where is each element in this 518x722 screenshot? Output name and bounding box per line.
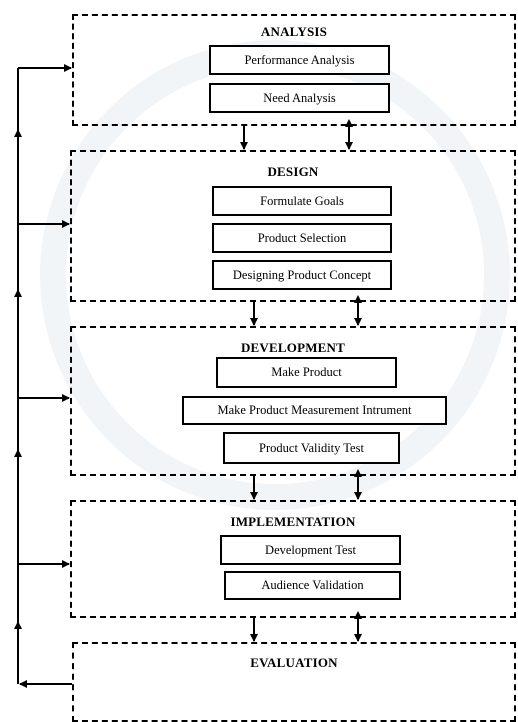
- phase-title-analysis: ANALYSIS: [260, 24, 328, 39]
- phase-title-evaluation: EVALUATION: [250, 655, 338, 670]
- step-make-product-measurement-instrument: Make Product Measurement Intrument: [182, 396, 447, 425]
- step-product-validity-test: Product Validity Test: [223, 432, 400, 464]
- step-need-analysis: Need Analysis: [209, 83, 390, 113]
- step-development-test: Development Test: [220, 535, 401, 565]
- phase-evaluation: EVALUATION: [72, 642, 516, 722]
- phase-title-design: DESIGN: [267, 164, 319, 179]
- step-designing-product-concept: Designing Product Concept: [212, 260, 392, 290]
- step-audience-validation: Audience Validation: [224, 571, 401, 600]
- phase-title-implementation: IMPLEMENTATION: [230, 514, 356, 529]
- phase-development: DEVELOPMENT: [70, 326, 516, 476]
- phase-title-development: DEVELOPMENT: [240, 340, 346, 355]
- step-performance-analysis: Performance Analysis: [209, 45, 390, 75]
- phase-implementation: IMPLEMENTATION: [70, 500, 516, 618]
- step-product-selection: Product Selection: [212, 223, 392, 253]
- phase-analysis: ANALYSIS: [72, 14, 516, 126]
- step-formulate-goals: Formulate Goals: [212, 186, 392, 216]
- step-make-product: Make Product: [216, 357, 397, 388]
- phase-design: DESIGN: [70, 150, 516, 302]
